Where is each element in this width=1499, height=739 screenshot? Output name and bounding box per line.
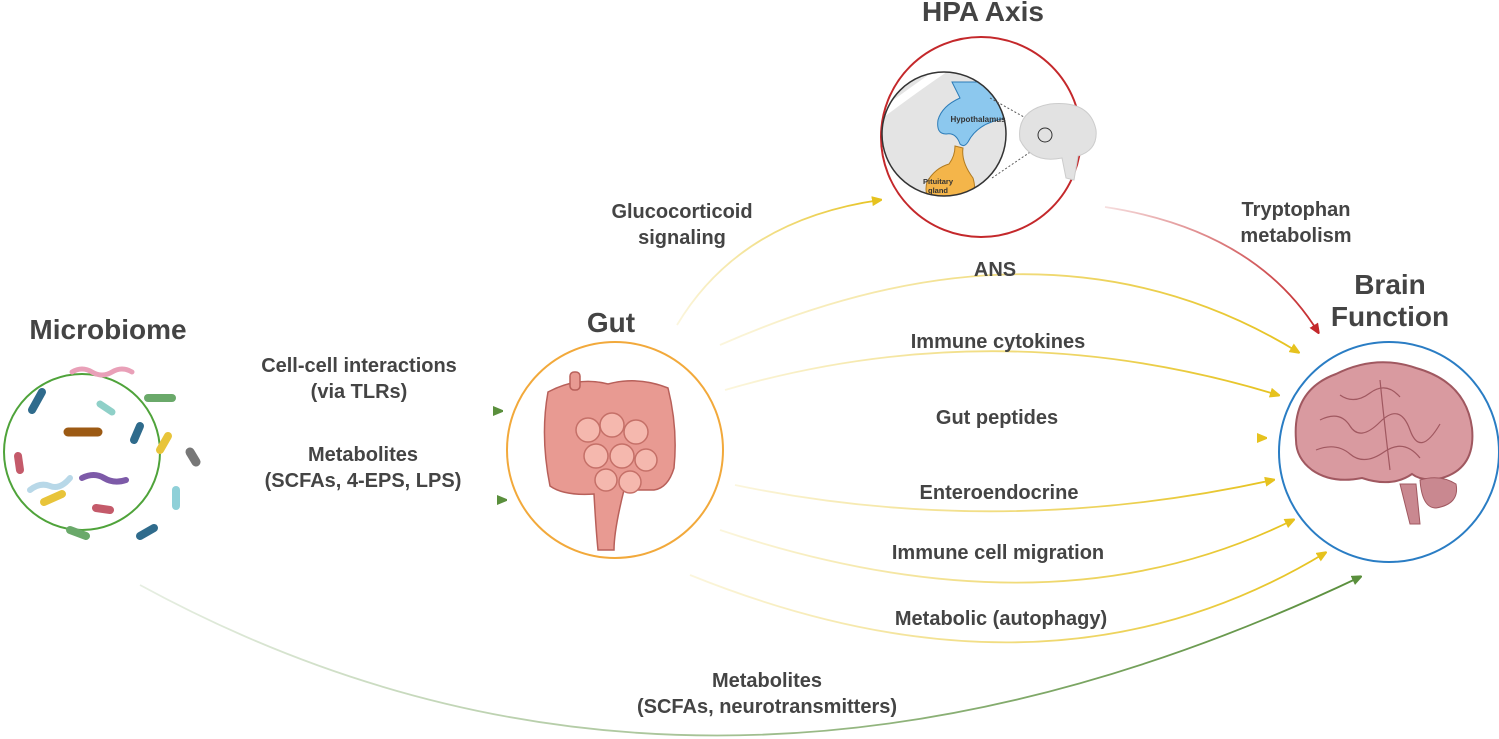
label-long-metabolites-1: Metabolites [711,670,823,692]
microbiome-circle [3,366,201,540]
label-gut-peptides: Gut peptides [935,407,1059,429]
arrow-ans [719,273,1298,352]
pituitary-label-1: Pituitary [923,177,954,186]
brain-sagittal-icon [1019,103,1097,181]
label-glucocorticoid-1: Glucocorticoid [611,201,753,223]
microbiome-title: Microbiome [29,314,187,345]
arrow-metabolic [689,553,1325,644]
pituitary-label-2: gland [928,186,948,195]
arrow-immune-cytokines [724,350,1278,395]
bacteria-icon [14,366,201,540]
brain-function-title-1: Brain [1354,269,1426,300]
brain-function-title-2: Function [1330,301,1450,332]
arrow-tryptophan [1104,206,1318,332]
label-tryptophan-2: metabolism [1240,225,1352,247]
label-metabolites-2: (SCFAs, 4-EPS, LPS) [264,470,462,492]
hypothalamus-label: Hypothalamus [950,115,1006,124]
arrow-glucocorticoid [676,200,880,326]
label-tryptophan-1: Tryptophan [1241,199,1351,221]
label-glucocorticoid-2: signaling [638,227,726,249]
hpa-axis-title: HPA Axis [922,0,1044,27]
label-immune-cell-migration: Immune cell migration [891,542,1105,564]
label-enteroendocrine: Enteroendocrine [919,482,1079,504]
brain-circle [1278,341,1499,563]
hpa-axis-circle: Hypothalamus Pituitary gland [880,36,1097,238]
brain-icon [1294,361,1474,525]
label-long-metabolites-2: (SCFAs, neurotransmitters) [636,696,898,718]
arrow-immune-cell-migration [719,520,1293,584]
arrow-long-metabolites [139,577,1360,737]
intestine-icon [543,371,676,551]
pituitary-shape [925,145,975,196]
label-immune-cytokines: Immune cytokines [910,331,1086,353]
label-metabolic: Metabolic (autophagy) [894,608,1108,630]
label-ans: ANS [973,259,1017,281]
label-cell-cell-2: (via TLRs) [310,381,408,403]
gut-circle [506,341,724,559]
gut-title: Gut [586,307,636,338]
label-cell-cell-1: Cell-cell interactions [261,355,457,377]
arrow-enteroendocrine [734,480,1273,513]
label-metabolites-1: Metabolites [307,444,419,466]
